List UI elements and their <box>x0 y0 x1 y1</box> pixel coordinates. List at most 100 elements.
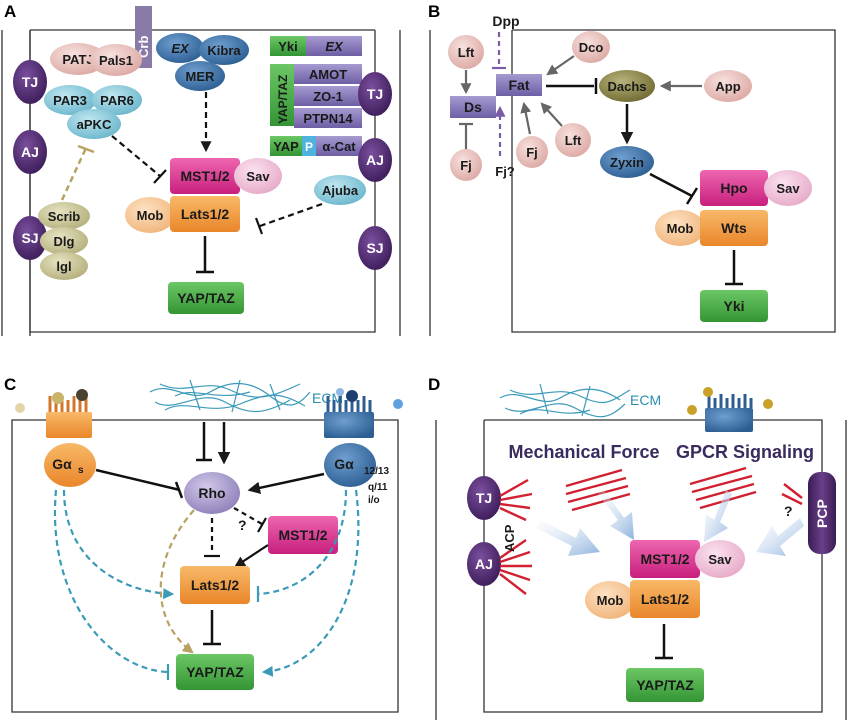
dlg-label: Dlg <box>54 234 75 249</box>
question-mark-d: ? <box>784 503 793 519</box>
mst-label-a: MST1/2 <box>180 168 229 184</box>
kibra-label: Kibra <box>207 43 241 58</box>
mob-node-d <box>585 581 635 619</box>
tj-node-left <box>13 60 47 104</box>
sav-node-b <box>764 170 812 206</box>
yaptaz-node-d <box>626 668 704 702</box>
sj-label-left: SJ <box>21 230 38 246</box>
dachs-label: Dachs <box>607 79 646 94</box>
kibra-node <box>199 35 249 65</box>
ajuba-label: Ajuba <box>322 183 359 198</box>
panel-a-label: A <box>4 2 16 21</box>
fat-label: Fat <box>509 77 530 93</box>
panel-b-label: B <box>428 2 440 21</box>
ajuba-node <box>314 175 366 205</box>
lats-node-d <box>630 580 700 618</box>
patj-label: PATJ <box>62 52 93 67</box>
crb-label: Crb <box>136 36 151 58</box>
rho-node <box>184 472 240 514</box>
sav-node-d <box>695 540 745 578</box>
mst-label-c: MST1/2 <box>278 527 327 543</box>
yki-node-b <box>700 290 768 322</box>
fj-node-2 <box>516 136 548 168</box>
ds-node <box>450 96 496 118</box>
gai-label: i/o <box>368 495 380 506</box>
ecm-fibres-c <box>149 379 311 413</box>
lft-label-2: Lft <box>565 133 582 148</box>
apkc-node <box>67 109 121 139</box>
wts-label: Wts <box>721 220 747 236</box>
lats-label-a: Lats1/2 <box>181 206 229 222</box>
yaptaz-node-c <box>176 654 254 690</box>
cell-c-outline <box>11 419 399 713</box>
sav-label-d: Sav <box>708 552 732 567</box>
hpo-label: Hpo <box>720 180 747 196</box>
amot-tag <box>294 64 362 84</box>
mob-node-b <box>655 210 705 246</box>
hpo-node <box>700 170 768 206</box>
zo1-tag <box>294 86 362 106</box>
zyxin-label: Zyxin <box>610 155 644 170</box>
dco-node <box>572 31 610 63</box>
yki-label-b: Yki <box>723 298 744 314</box>
mer-node <box>175 61 225 91</box>
p-label: P <box>305 140 313 154</box>
ga12-label: Gα <box>334 456 354 472</box>
crb-bar <box>135 6 152 68</box>
tj-label-right: TJ <box>367 86 383 102</box>
ecm-fibres-d <box>499 383 631 418</box>
lats-label-c: Lats1/2 <box>191 577 239 593</box>
pcp-label: PCP <box>814 499 830 528</box>
sj-label-right: SJ <box>366 240 383 256</box>
pals1-label: Pals1 <box>99 53 133 68</box>
wts-node <box>700 210 768 246</box>
mst-node-a <box>170 158 240 194</box>
lft-label-1: Lft <box>458 45 475 60</box>
panel-a: A Crb PATJ Pals1 EX Kibra MER PAR3 PAR6 … <box>1 2 401 336</box>
lats-node-a <box>170 196 240 232</box>
tj-label-left: TJ <box>22 74 38 90</box>
panel-b: B Dpp Lft Ds Fat Fj Fj? Fj Lft Dco Dachs <box>428 2 836 336</box>
mechanical-force-label: Mechanical Force <box>508 442 659 462</box>
aj-label-left: AJ <box>21 144 39 160</box>
apkc-label: aPKC <box>77 117 112 132</box>
app-label: App <box>715 79 740 94</box>
par6-node <box>92 85 142 115</box>
lgl-node <box>40 252 88 280</box>
gpcr-left-icon <box>15 389 92 438</box>
dco-label: Dco <box>579 40 604 55</box>
dpp-label: Dpp <box>492 13 519 29</box>
mob-label-a: Mob <box>137 208 164 223</box>
yaptaz-label-d: YAP/TAZ <box>636 677 694 693</box>
yaptaz-vertical-tag <box>270 64 294 126</box>
question-mark-c: ? <box>238 517 247 533</box>
yaptaz-label-c: YAP/TAZ <box>186 664 244 680</box>
panel-c: C ECM Gα s <box>4 375 403 713</box>
fj-label-1: Fj <box>460 158 472 173</box>
stress-fibres <box>565 466 803 512</box>
zo1-label: ZO-1 <box>313 89 343 104</box>
acat-label: α-Cat <box>322 139 356 154</box>
cell-b-outline <box>511 29 836 333</box>
sj-node-left <box>13 216 47 260</box>
sj-node-right <box>358 226 392 270</box>
fj-node-1 <box>450 149 482 181</box>
lats-label-d: Lats1/2 <box>641 591 689 607</box>
ecm-label-d: ECM <box>630 392 661 408</box>
par3-node <box>44 85 96 115</box>
amot-label: AMOT <box>309 67 347 82</box>
mst-node-d <box>630 540 700 578</box>
gpcr-signaling-label: GPCR Signaling <box>676 442 814 462</box>
patj-node <box>50 43 106 75</box>
rho-label: Rho <box>198 485 225 501</box>
yaptaz-label-a: YAP/TAZ <box>177 290 235 306</box>
lft-node-2 <box>555 123 591 157</box>
dachs-node <box>599 70 655 102</box>
tj-label-d: TJ <box>476 490 492 506</box>
mob-node-a <box>125 197 175 233</box>
gas-label: Gα <box>52 456 72 472</box>
mer-label: MER <box>186 69 216 84</box>
fj-label-2: Fj <box>526 145 538 160</box>
gpcr-right-icon <box>324 388 403 438</box>
aj-node-left <box>13 130 47 174</box>
